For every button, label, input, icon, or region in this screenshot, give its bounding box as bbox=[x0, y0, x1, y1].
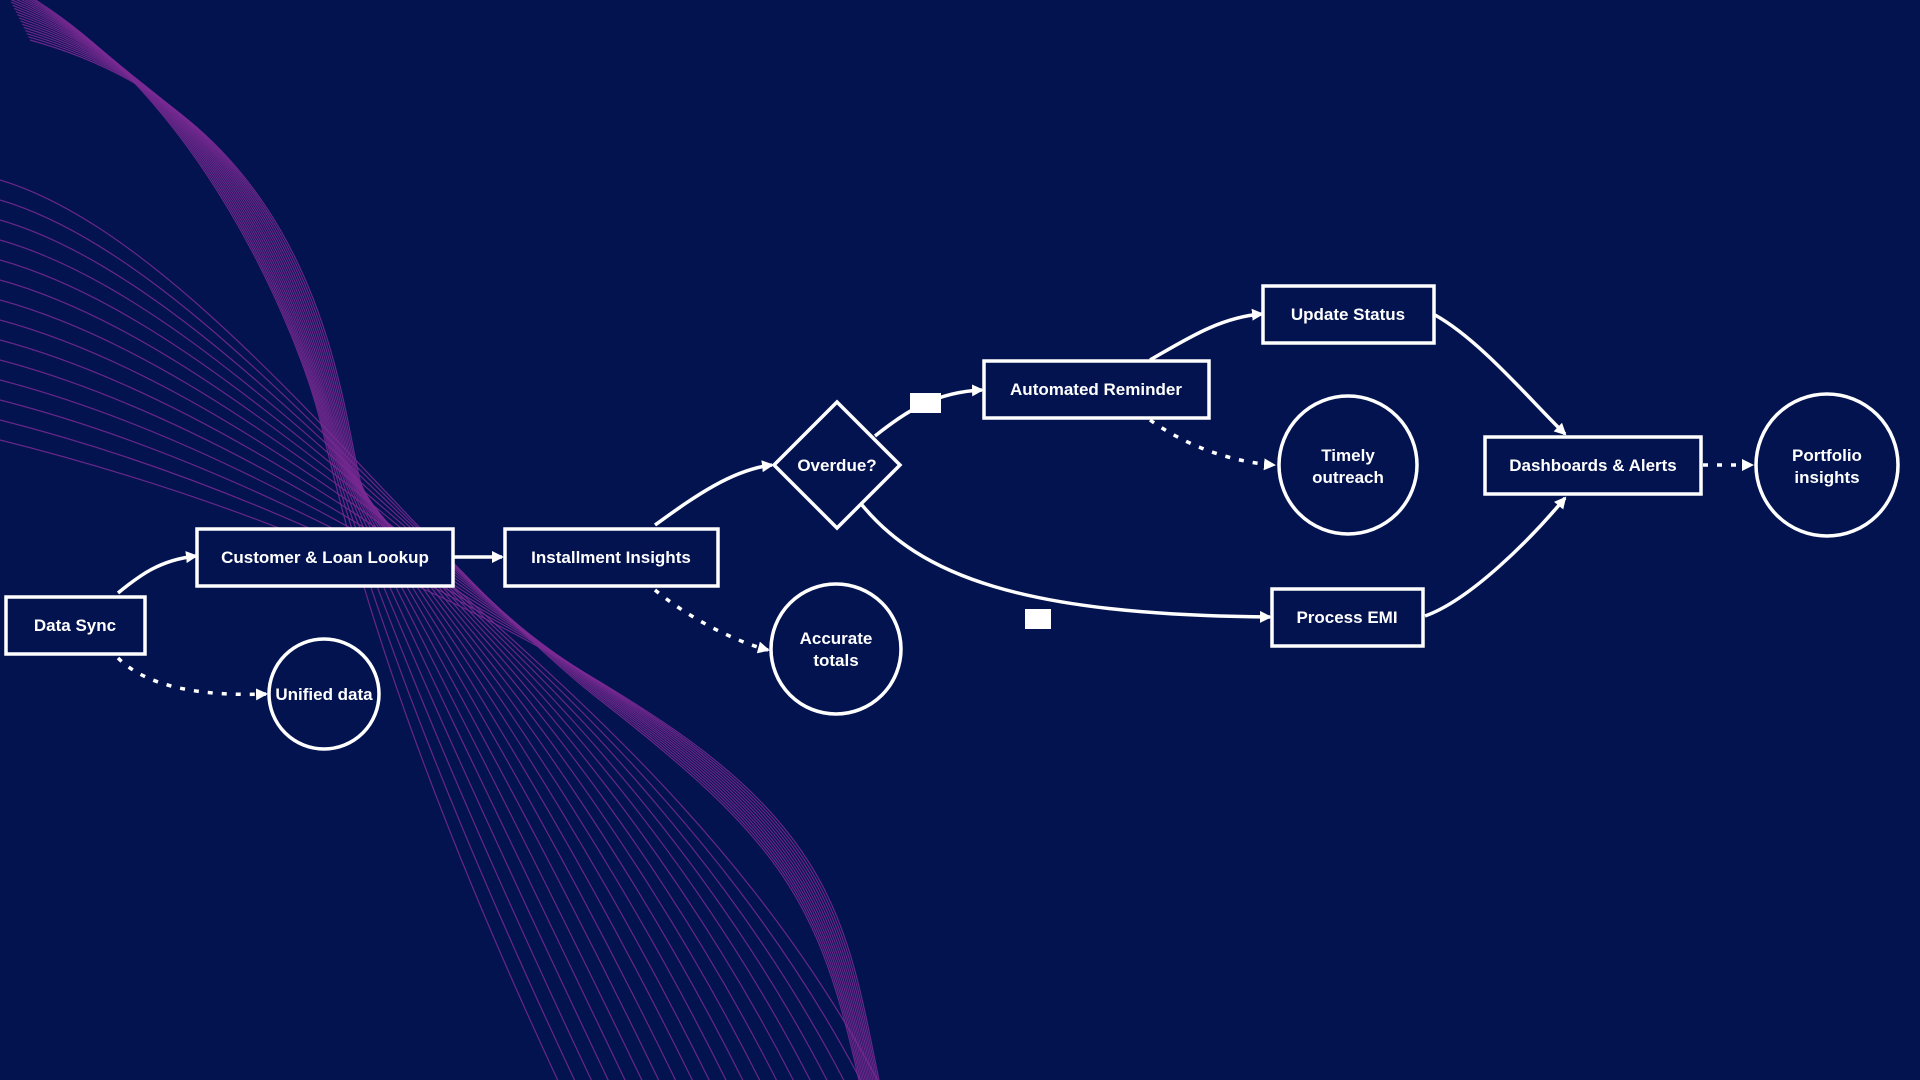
wave-line bbox=[15, 0, 643, 1080]
wave-line bbox=[0, 419, 879, 1080]
node-installment-insights[interactable]: Installment Insights bbox=[503, 527, 720, 588]
node-label: Dashboards & Alerts bbox=[1509, 456, 1677, 475]
wave-line bbox=[0, 399, 877, 1080]
wave-line bbox=[20, 20, 778, 1080]
wave-line bbox=[21, 23, 794, 1080]
wave-line bbox=[0, 219, 863, 1080]
edge-updatestatus-to-dashboards bbox=[1434, 313, 1567, 436]
wave-line bbox=[0, 359, 874, 1080]
node-label: Automated Reminder bbox=[1010, 380, 1182, 399]
node-process-emi[interactable]: Process EMI bbox=[1270, 587, 1425, 648]
wave-line bbox=[10, 0, 660, 1080]
wave-line bbox=[0, 199, 862, 1080]
wave-line bbox=[0, 379, 875, 1080]
node-label: Update Status bbox=[1291, 305, 1405, 324]
outcome-label-line2: totals bbox=[813, 651, 858, 670]
wave-line bbox=[20, 0, 626, 1080]
edge-datasync-to-unified bbox=[116, 656, 268, 701]
node-label: Process EMI bbox=[1296, 608, 1397, 627]
wave-line bbox=[15, 11, 727, 1080]
wave-line bbox=[18, 17, 761, 1080]
branch-marker-yes bbox=[910, 393, 941, 413]
background-wave-lines bbox=[0, 0, 880, 1080]
edge-datasync-to-lookup bbox=[116, 551, 198, 595]
wave-line bbox=[33, 0, 559, 1080]
wave-line bbox=[0, 439, 880, 1080]
edge-overdue-to-processemi bbox=[860, 503, 1272, 623]
node-automated-reminder[interactable]: Automated Reminder bbox=[982, 359, 1211, 420]
node-overdue-decision[interactable]: Overdue? bbox=[771, 399, 903, 531]
node-customer-loan-lookup[interactable]: Customer & Loan Lookup bbox=[195, 527, 455, 588]
wave-line bbox=[0, 339, 872, 1080]
node-label: Customer & Loan Lookup bbox=[221, 548, 429, 567]
node-dashboards-alerts[interactable]: Dashboards & Alerts bbox=[1483, 435, 1703, 496]
outcome-label-line2: insights bbox=[1794, 468, 1859, 487]
wave-line bbox=[0, 279, 868, 1080]
wave-line bbox=[26, 33, 845, 1080]
outcome-label-line1: Accurate bbox=[800, 629, 873, 648]
outcome-label-line2: outreach bbox=[1312, 468, 1384, 487]
wave-line bbox=[12, 4, 693, 1080]
edge-reminder-to-timely bbox=[1148, 418, 1276, 471]
outcome-label: Unified data bbox=[275, 685, 373, 704]
node-update-status[interactable]: Update Status bbox=[1261, 284, 1436, 345]
wave-line bbox=[25, 29, 828, 1080]
branch-marker-no bbox=[1025, 609, 1051, 629]
wave-line bbox=[29, 39, 878, 1080]
node-label: Overdue? bbox=[797, 456, 876, 475]
wave-line bbox=[17, 14, 744, 1080]
wave-line bbox=[23, 26, 811, 1080]
wave-line bbox=[0, 299, 869, 1080]
wave-line bbox=[0, 319, 871, 1080]
edge-processemi-to-dashboards bbox=[1424, 496, 1567, 618]
node-data-sync[interactable]: Data Sync bbox=[4, 595, 147, 656]
wave-line bbox=[0, 179, 860, 1080]
node-label: Data Sync bbox=[34, 616, 116, 635]
outcome-portfolio-insights[interactable]: Portfolio insights bbox=[1754, 392, 1900, 538]
outcome-label-line1: Timely bbox=[1321, 446, 1375, 465]
outcome-timely-outreach[interactable]: Timely outreach bbox=[1277, 394, 1419, 536]
wave-line bbox=[0, 239, 865, 1080]
outcome-accurate-totals[interactable]: Accurate totals bbox=[769, 582, 903, 716]
outcome-label-line1: Portfolio bbox=[1792, 446, 1862, 465]
edges bbox=[116, 308, 1754, 701]
wave-line bbox=[0, 259, 866, 1080]
outcome-unified-data[interactable]: Unified data bbox=[267, 637, 381, 751]
wave-line bbox=[14, 7, 710, 1080]
edge-installment-to-overdue bbox=[653, 460, 774, 527]
edge-reminder-to-updatestatus bbox=[1149, 308, 1264, 362]
wave-line bbox=[31, 0, 576, 1080]
node-label: Installment Insights bbox=[531, 548, 691, 567]
edge-installment-to-accurate bbox=[653, 588, 770, 654]
